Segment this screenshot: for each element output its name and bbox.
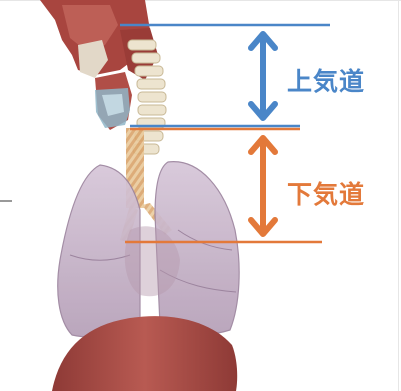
upper-airway-label: 上気道	[287, 62, 365, 98]
upper-airway-arrow	[251, 34, 275, 118]
lower-airway-arrow	[251, 138, 275, 234]
lower-airway-label: 下気道	[287, 175, 365, 211]
larynx	[95, 88, 130, 128]
